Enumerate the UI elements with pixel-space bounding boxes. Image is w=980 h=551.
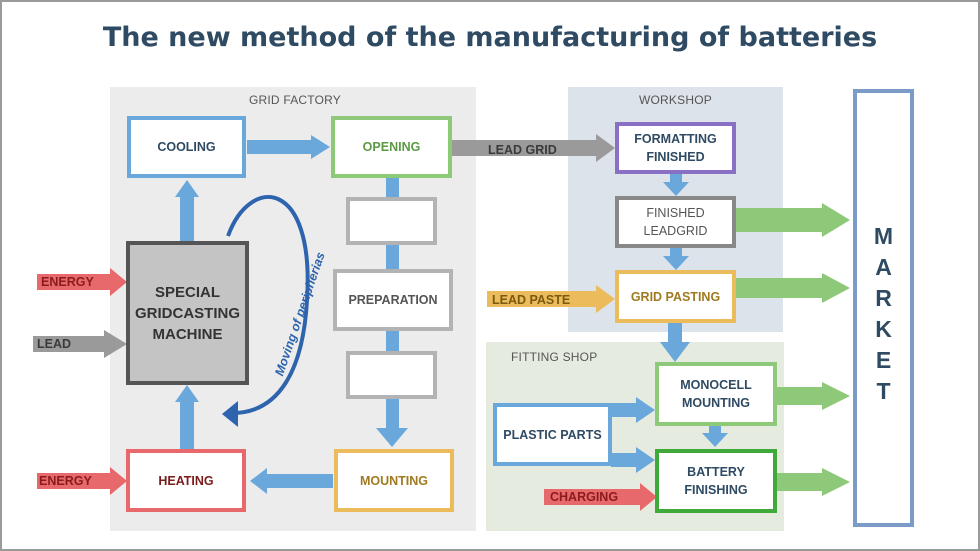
arrow-plastic-to-battery xyxy=(611,447,655,473)
arrow-battery-to-market xyxy=(777,468,850,496)
curved-arrow-head xyxy=(222,401,238,427)
energy-top-label: ENERGY xyxy=(41,275,94,289)
market-letter-k: K xyxy=(875,316,892,342)
arrow-monocell-to-market xyxy=(777,382,850,410)
arrow-pasting-to-monocell xyxy=(660,322,690,362)
empty-box-upper xyxy=(346,197,437,245)
arrow-energy-bottom xyxy=(37,467,127,495)
market-letter-m: M xyxy=(873,223,894,249)
formatting-finished-box: FORMATTING FINISHED xyxy=(615,122,736,174)
monocell-mounting-box: MONOCELL MOUNTING xyxy=(655,362,777,426)
preparation-box: PREPARATION xyxy=(333,269,453,331)
arrow-formatting-to-finished xyxy=(663,174,689,196)
arrow-charging xyxy=(544,483,657,511)
lead-label: LEAD xyxy=(37,337,72,351)
arrow-finished-to-pasting xyxy=(663,248,689,270)
lead-paste-label: LEAD PASTE xyxy=(492,293,571,307)
arrow-plastic-to-monocell xyxy=(611,397,655,423)
opening-box: OPENING xyxy=(331,116,452,178)
empty-box-lower xyxy=(346,351,437,399)
arrow-heating-to-machine xyxy=(175,385,199,450)
grid-pasting-box: GRID PASTING xyxy=(615,270,736,323)
finished-leadgrid-box: FINISHED LEADGRID xyxy=(615,196,736,248)
arrow-energy-top xyxy=(37,268,127,296)
arrow-lead-grid xyxy=(452,134,615,162)
mounting-box: MOUNTING xyxy=(334,449,454,512)
energy-bottom-label: ENERGY xyxy=(39,474,92,488)
charging-label: CHARGING xyxy=(550,490,619,504)
arrow-monocell-to-battery xyxy=(702,425,728,447)
page-title: The new method of the manufacturing of b… xyxy=(102,22,878,53)
arrow-leadgrid-to-market xyxy=(736,203,850,237)
market-box: M A R K E T xyxy=(853,89,914,527)
arrow-mounting-to-heating xyxy=(250,468,333,494)
fitting-shop-label: FITTING SHOP xyxy=(511,350,598,364)
arrow-lead-paste xyxy=(487,285,615,313)
battery-finishing-box: BATTERY FINISHING xyxy=(655,449,777,513)
arrow-machine-to-cooling xyxy=(175,180,199,242)
market-letter-a: A xyxy=(875,254,892,280)
arrow-pasting-to-market xyxy=(736,273,850,303)
market-letter-t: T xyxy=(876,378,891,404)
special-gridcasting-machine-box: SPECIAL GRIDCASTING MACHINE xyxy=(126,241,249,385)
lead-grid-label: LEAD GRID xyxy=(488,143,557,157)
market-letter-e: E xyxy=(875,347,892,373)
workshop-label: WORKSHOP xyxy=(639,93,712,107)
grid-factory-label: GRID FACTORY xyxy=(249,93,341,107)
arrow-lead xyxy=(33,330,127,358)
cooling-box: COOLING xyxy=(127,116,246,178)
curved-arrow xyxy=(226,195,310,415)
market-letter-r: R xyxy=(875,285,892,311)
arrow-cooling-to-opening xyxy=(247,135,330,159)
heating-box: HEATING xyxy=(126,449,246,512)
plastic-parts-box: PLASTIC PARTS xyxy=(493,403,612,466)
